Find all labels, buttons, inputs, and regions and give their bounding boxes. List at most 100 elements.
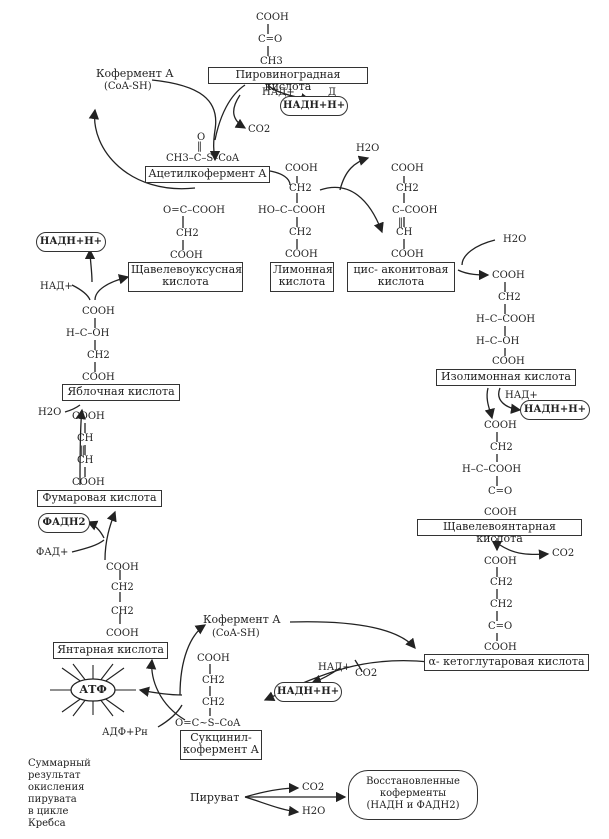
h2o-in-arrow [461, 239, 496, 266]
nadh-cloud-right: НАДН+Н+ [520, 400, 590, 420]
oxaloacetic-acid-box: Щавелевоуксусная кислота [128, 262, 243, 292]
isocitric-acid-label: Изолимонная кислота [441, 370, 571, 383]
formula-ch2: CH2 [87, 350, 110, 361]
formula-cooh: COOH [197, 653, 230, 664]
pyruvate-co2-arrow [244, 782, 300, 798]
fad-arrow [71, 539, 105, 553]
formula-c-eq-o: C=O [258, 34, 283, 45]
nadh-cloud-left: НАДН+Н+ [36, 232, 106, 252]
h2o-label-right: H2O [503, 234, 527, 245]
succinyl-label-1: Сукцинил- [190, 731, 252, 744]
pyruvic-acid-box: Пировиноградная кислота [208, 67, 368, 93]
formula-cooh: COOH [72, 477, 105, 488]
formula-ch2: CH2 [176, 228, 199, 239]
formula-ch2: CH2 [202, 697, 225, 708]
formula-cooh: COOH [106, 628, 139, 639]
reduced-coenzymes-cloud: Восстановленные коферменты (НАДН и ФАДН2… [348, 770, 478, 820]
formula-cooh: COOH [391, 163, 424, 174]
acetyl-coa-box: Ацетилкофермент А [145, 166, 270, 183]
formula-h-c-oh: H–C–OH [476, 336, 520, 347]
oxaloacetic-label-1: Щавелевоуксусная [131, 263, 243, 276]
co2-label-2: CO2 [552, 548, 575, 559]
co2-label-1: CO2 [248, 124, 271, 135]
coa-sh-label-top: (CoA-SH) [104, 81, 152, 92]
nadh-cloud-top: НАДН+Н+ [280, 96, 348, 116]
formula-ch2: CH2 [490, 577, 513, 588]
formula-h-c-oh: H–C–OH [66, 328, 110, 339]
succinyl-to-succinic-arrow [145, 658, 186, 721]
oxalosuccinic-acid-box: Щавелевоянтарная кислота [417, 519, 582, 545]
co2-label-4: CO2 [302, 782, 325, 793]
formula-c-eq-o: C=O [488, 621, 513, 632]
formula-h-c-cooh: H–C–COOH [462, 464, 522, 475]
isocitric-down-arrow [484, 387, 495, 420]
formula-ch2: CH2 [289, 183, 312, 194]
h2o-label-top: H2O [356, 143, 380, 154]
succinic-acid-box: Янтарная кислота [53, 642, 168, 659]
formula-cooh: COOH [484, 507, 517, 518]
cis-aconitic-label-1: цис- аконитовая [353, 263, 449, 276]
summary-note: Суммарный результат окисления пирувата в… [28, 758, 91, 829]
formula-oxalo-c: O=C–COOH [163, 205, 225, 216]
h2o-out-arrow [339, 155, 370, 191]
coa-out-arrow [179, 624, 207, 696]
oxaloacetic-label-2: кислота [162, 275, 209, 288]
co2-arrow-2 [499, 544, 550, 560]
isocitric-nad-arrow [498, 387, 522, 414]
nad-label-bottom: НАД+ [318, 662, 351, 673]
formula-succinyl-c: O=C~S–CoA [175, 718, 241, 729]
formula-ch: CH [77, 455, 94, 466]
co2-label-3: CO2 [355, 668, 378, 679]
nad-label-top: НАД+ [262, 87, 295, 98]
co2-arrow-3 [354, 659, 363, 673]
nadh-cloud-bottom: НАДН+Н+ [274, 682, 342, 702]
formula-c-eq-o: C=O [488, 486, 513, 497]
formula-cooh: COOH [492, 356, 525, 367]
h2o-label-bottom: H2O [302, 806, 326, 817]
coa-return-arrow [88, 108, 196, 190]
formula-ch2: CH2 [396, 183, 419, 194]
malic-to-oxalo-arrow [94, 274, 130, 301]
formula-cooh: COOH [82, 306, 115, 317]
malic-acid-box: Яблочная кислота [62, 384, 180, 401]
pyruvate-label: Пируват [190, 791, 240, 804]
citric-to-aconitic-arrow [319, 186, 384, 234]
adp-label: АДФ+Pн [102, 727, 148, 738]
formula-o: O [197, 132, 206, 143]
coenzyme-a-label-bottom: Кофермент А [203, 613, 281, 626]
formula-acetyl: CH3–C–S–CoA [166, 153, 240, 164]
malic-acid-label: Яблочная кислота [67, 385, 175, 398]
fad-label: ФАД+ [36, 547, 69, 558]
oxalosuccinic-acid-label: Щавелевоянтарная кислота [443, 520, 556, 545]
fadh-arrow [86, 520, 105, 539]
formula-citric-c: HO–C–COOH [258, 205, 326, 216]
fadh-cloud: ФАДН2 [38, 513, 90, 533]
formula-cooh: COOH [484, 420, 517, 431]
formula-h-c-cooh: H–C–COOH [476, 314, 536, 325]
formula-cooh: COOH [492, 270, 525, 281]
succinyl-label-2: кофермент А [183, 743, 259, 756]
formula-ch2: CH2 [490, 442, 513, 453]
reduced-label-1: Восстановленные [366, 776, 460, 787]
d-label: Д [328, 87, 337, 98]
formula-ch2: CH2 [498, 292, 521, 303]
formula-aconit-c: C–COOH [392, 205, 438, 216]
formula-cooh: COOH [256, 12, 289, 23]
coenzyme-a-label-top: Кофермент А [96, 67, 174, 80]
succinic-to-fumaric-arrow [104, 510, 117, 561]
formula-cooh: COOH [484, 556, 517, 567]
pyruvate-down-arrow [214, 84, 246, 141]
reduced-label-2: коферменты [379, 788, 447, 799]
formula-ch2: CH2 [289, 227, 312, 238]
reduced-label-3: (НАДН и ФАДН2) [366, 800, 460, 811]
formula-ch: CH [396, 227, 413, 238]
formula-cooh: COOH [170, 250, 203, 261]
nadh-left-arrow [84, 248, 96, 283]
formula-double-bond: ‖ [398, 217, 403, 228]
cis-aconitic-acid-box: цис- аконитовая кислота [347, 262, 455, 292]
h2o-label-left: H2O [38, 407, 62, 418]
formula-ch3: CH3 [260, 56, 283, 67]
acetyl-coa-label: Ацетилкофермент А [148, 167, 267, 180]
formula-ch2: CH2 [111, 606, 134, 617]
